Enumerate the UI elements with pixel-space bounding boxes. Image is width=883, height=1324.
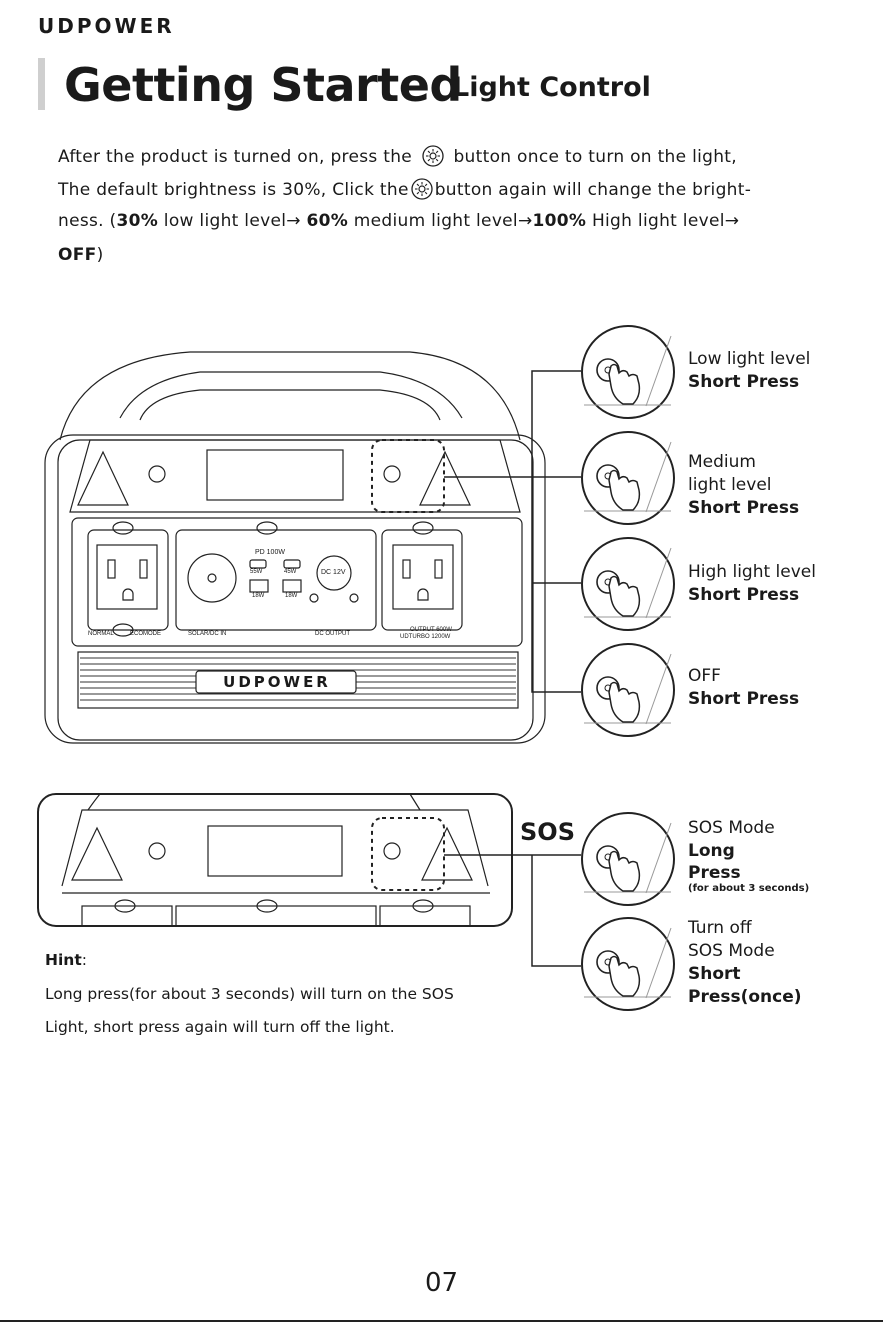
section-subtitle: Light Control — [452, 72, 651, 103]
intro-text: High light level→ — [586, 211, 740, 231]
step-action: Short Press — [688, 372, 800, 392]
step-label: OFF — [688, 666, 721, 686]
step-note: (for about 3 seconds) — [688, 883, 810, 894]
light-button-icon — [411, 178, 433, 200]
intro-text: medium light level→ — [348, 211, 533, 231]
dc12v-label: DC 12V — [321, 569, 346, 576]
level-30: 30% — [116, 211, 159, 231]
step-medium: Medium light level Short Press — [688, 451, 799, 520]
step-action: Short Press — [688, 689, 800, 709]
hint-colon: : — [81, 951, 87, 969]
18w-label-b: 18W — [285, 593, 298, 599]
step-label: Low light level — [688, 349, 811, 369]
device-logo: UDPOWER — [223, 673, 331, 691]
solar-label: SOLAR/DC IN — [188, 631, 227, 637]
intro-text: ness. ( — [58, 211, 117, 231]
intro-text: After the product is turned on, press th… — [58, 147, 413, 167]
step-label: Turn off — [688, 918, 752, 938]
turbo-label: UDTURBO 1200W — [400, 634, 451, 640]
intro-line-4: OFF) — [58, 245, 818, 265]
step-label: Medium — [688, 452, 756, 472]
title-accent-bar — [38, 58, 45, 110]
pd-label: PD 100W — [255, 549, 285, 556]
intro-text: button once to turn on the light, — [453, 147, 737, 167]
press-button-icon — [581, 431, 675, 525]
step-action: Press — [688, 863, 741, 883]
hint-title: Hint: — [45, 951, 87, 969]
intro-text: button again will change the bright- — [434, 180, 752, 200]
step-action: Short Press — [688, 585, 800, 605]
sos-off-step: Turn off SOS Mode Short Press(once) — [688, 917, 802, 1009]
press-button-icon — [581, 643, 675, 737]
light-button-icon — [422, 145, 444, 167]
press-button-icon — [581, 537, 675, 631]
step-off: OFF Short Press — [688, 665, 799, 711]
step-label: SOS Mode — [688, 941, 775, 961]
level-60: 60% — [306, 211, 349, 231]
normal-label: NORMAL — [88, 631, 114, 637]
brand-logo: UDPOWER — [38, 14, 175, 38]
level-off: OFF — [58, 245, 97, 265]
step-action: Short Press — [688, 498, 800, 518]
intro-line-1: After the product is turned on, press th… — [58, 145, 818, 167]
intro-line-3: ness. (30% low light level→ 60% medium l… — [58, 211, 818, 231]
level-100: 100% — [532, 211, 587, 231]
dc-output-label: DC OUTPUT — [315, 631, 350, 637]
ecomode-label: ECOMODE — [130, 631, 162, 637]
page-number: 07 — [424, 1268, 459, 1298]
press-button-icon — [581, 812, 675, 906]
step-high: High light level Short Press — [688, 561, 816, 607]
step-label: light level — [688, 475, 772, 495]
press-button-icon — [581, 325, 675, 419]
hint-line-1: Long press(for about 3 seconds) will tur… — [45, 985, 454, 1003]
intro-text: The default brightness is 30%, Click the — [58, 180, 409, 200]
intro-text: ) — [96, 245, 104, 265]
step-action: Long — [688, 841, 735, 861]
footer-divider — [0, 1320, 883, 1322]
sos-label: SOS — [520, 818, 575, 846]
step-label: SOS Mode — [688, 818, 775, 838]
18w-label-a: 18W — [252, 593, 265, 599]
step-action: Press(once) — [688, 987, 802, 1007]
step-label: High light level — [688, 562, 816, 582]
hint-line-2: Light, short press again will turn off t… — [45, 1018, 395, 1036]
intro-line-2: The default brightness is 30%, Click the… — [58, 178, 818, 200]
press-button-icon — [581, 917, 675, 1011]
45w-label: 45W — [284, 569, 297, 575]
output-label: OUTPUT 600W — [410, 627, 452, 633]
hint-heading: Hint — [45, 951, 82, 969]
step-low: Low light level Short Press — [688, 348, 810, 394]
55w-label: 55W — [250, 569, 263, 575]
page-title: Getting Started — [64, 58, 462, 112]
sos-mode-step: SOS Mode Long Press (for about 3 seconds… — [688, 817, 809, 895]
step-action: Short — [688, 964, 741, 984]
intro-text: low light level→ — [158, 211, 307, 231]
